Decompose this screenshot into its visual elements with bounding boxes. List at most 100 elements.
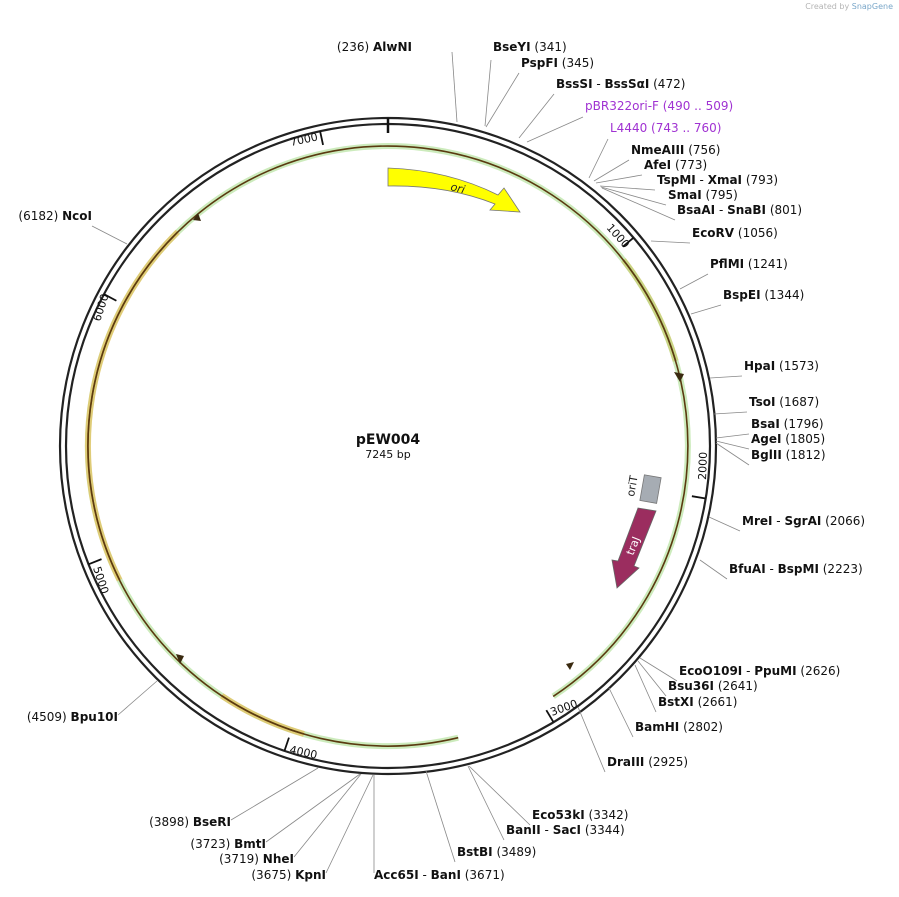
site-leader	[715, 442, 750, 466]
site-leader	[699, 559, 728, 580]
site-leader	[518, 93, 555, 139]
site-leader	[293, 773, 362, 858]
site-leader	[679, 273, 709, 290]
primer-label[interactable]: pBR322ori-F (490 .. 509)	[585, 99, 733, 113]
enzyme-site-label[interactable]: TspMI - XmaI (793)	[657, 173, 778, 187]
enzyme-site-label[interactable]: BamHI (2802)	[635, 720, 723, 734]
enzyme-site-label[interactable]: EcoO109I - PpuMI (2626)	[679, 664, 840, 678]
ori-label: ori	[449, 180, 466, 196]
enzyme-site-label[interactable]: BglII (1812)	[751, 448, 826, 462]
site-leader	[425, 770, 456, 863]
feature-ori[interactable]: ori	[387, 167, 521, 213]
enzyme-site-label[interactable]: Bsu36I (2641)	[668, 679, 758, 693]
tick-label: 4000	[288, 743, 318, 762]
enzyme-site-label[interactable]: MreI - SgrAI (2066)	[742, 514, 865, 528]
enzyme-site-label[interactable]: TsoI (1687)	[749, 395, 819, 409]
tick-mark	[319, 131, 324, 146]
enzyme-site-label[interactable]: BstBI (3489)	[457, 845, 536, 859]
site-leader	[593, 159, 630, 182]
enzyme-site-label[interactable]: BsaAI - SnaBI (801)	[677, 203, 802, 217]
credit-prefix: Created by	[805, 2, 850, 11]
orf-arc	[87, 231, 179, 581]
enzyme-site-label[interactable]: AgeI (1805)	[751, 432, 825, 446]
tick-mark	[622, 237, 635, 248]
site-leader	[639, 657, 678, 682]
site-leader	[451, 51, 458, 123]
enzyme-site-label[interactable]: DraIII (2925)	[607, 755, 688, 769]
enzyme-site-label[interactable]: PflMI (1241)	[710, 257, 788, 271]
feature-traJ[interactable]: traJ	[611, 507, 657, 589]
tick-mark	[103, 293, 117, 302]
enzyme-site-label[interactable]: BspEI (1344)	[723, 288, 804, 302]
traJ-arrow	[611, 507, 657, 589]
enzyme-site-label[interactable]: (3675) KpnI	[251, 868, 326, 882]
enzyme-site-label[interactable]: BsaI (1796)	[751, 417, 824, 431]
orf-arrowhead	[193, 213, 201, 221]
tick-mark	[545, 709, 555, 723]
orf-arc-glow	[84, 229, 180, 582]
enzyme-site-label[interactable]: (3898) BseRI	[149, 815, 231, 829]
enzyme-site-label[interactable]: (3719) NheI	[219, 852, 294, 866]
feature-oriT[interactable]: oriT	[624, 474, 662, 504]
site-leader	[230, 767, 319, 821]
snapgene-credit: Created by SnapGene	[805, 2, 893, 11]
oriT-box	[639, 474, 662, 504]
enzyme-site-label[interactable]: (236) AlwNI	[337, 40, 412, 54]
enzyme-site-label[interactable]: Eco53kI (3342)	[532, 808, 628, 822]
orf-arrowhead	[176, 654, 184, 664]
site-leader	[588, 138, 609, 179]
enzyme-site-label[interactable]: BssSI - BssSαI (472)	[556, 77, 685, 91]
site-leader	[484, 59, 492, 127]
site-leader	[713, 411, 748, 415]
site-leader	[325, 774, 374, 874]
enzyme-site-label[interactable]: (4509) Bpu10I	[27, 710, 118, 724]
tick-label: 6000	[90, 292, 111, 323]
enzyme-site-label[interactable]: SmaI (795)	[668, 188, 738, 202]
ori-arrow	[387, 167, 521, 213]
site-leader	[265, 773, 361, 843]
site-leader	[91, 225, 128, 245]
tick-label: 2000	[696, 452, 710, 480]
enzyme-site-label[interactable]: BanII - SacI (3344)	[506, 823, 625, 837]
plasmid-length: 7245 bp	[365, 448, 410, 461]
site-leader-lines	[91, 51, 750, 874]
tick-label: 7000	[289, 130, 319, 149]
enzyme-site-label[interactable]: Acc65I - BanI (3671)	[374, 868, 505, 882]
tick-mark	[283, 737, 290, 752]
site-leader	[715, 440, 750, 450]
site-leader	[708, 516, 741, 532]
site-labels: (236) AlwNI BseYI (341) PspFI (345) BssSI -…	[18, 40, 865, 882]
enzyme-site-label[interactable]: AfeI (773)	[644, 158, 707, 172]
orf-arcs	[84, 143, 691, 750]
enzyme-site-label[interactable]: (3723) BmtI	[190, 837, 266, 851]
site-leader	[577, 706, 606, 773]
tick-mark	[691, 495, 706, 500]
orf-arc	[221, 695, 305, 735]
site-leader	[526, 116, 584, 143]
orf-arrowhead	[566, 662, 574, 670]
site-leader	[634, 664, 657, 713]
enzyme-site-label[interactable]: NmeAIII (756)	[631, 143, 720, 157]
site-leader	[599, 185, 656, 191]
enzyme-site-label[interactable]: BfuAI - BspMI (2223)	[729, 562, 863, 576]
enzyme-site-label[interactable]: HpaI (1573)	[744, 359, 819, 373]
site-leader	[117, 680, 158, 716]
oriT-label: oriT	[624, 474, 641, 497]
enzyme-site-label[interactable]: PspFI (345)	[521, 56, 594, 70]
plasmid-name: pEW004	[356, 432, 421, 448]
site-leader	[650, 240, 691, 244]
enzyme-site-label[interactable]: BstXI (2661)	[658, 695, 737, 709]
site-leader	[468, 765, 531, 826]
site-leader	[600, 186, 667, 206]
orf-arrowhead	[674, 372, 684, 382]
site-leader	[690, 304, 722, 315]
primer-label[interactable]: L4440 (743 .. 760)	[610, 121, 721, 135]
enzyme-site-label[interactable]: (6182) NcoI	[18, 209, 92, 223]
site-leader	[595, 174, 643, 184]
enzyme-site-label[interactable]: EcoRV (1056)	[692, 226, 778, 240]
tick-mark	[88, 558, 102, 566]
enzyme-site-label[interactable]: BseYI (341)	[493, 40, 567, 54]
site-leader	[715, 433, 750, 439]
orf-arc	[87, 145, 689, 747]
